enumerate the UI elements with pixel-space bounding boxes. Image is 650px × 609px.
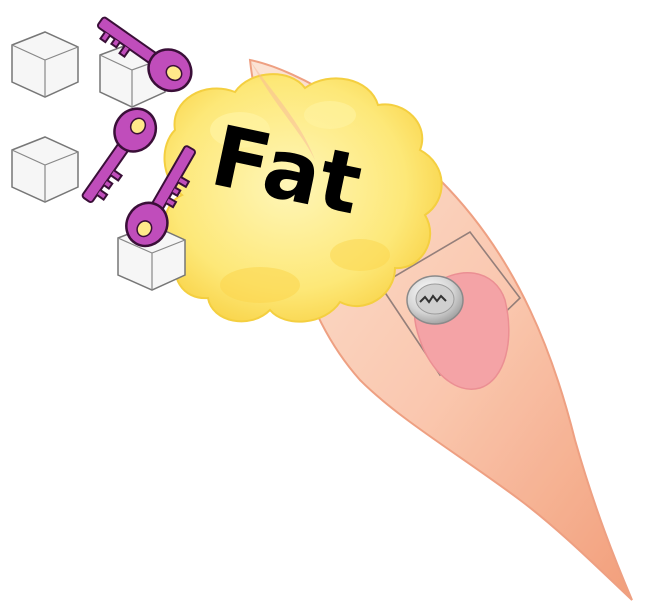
key-icon [70,101,164,212]
sugar-cube-icon [12,32,78,97]
sugar-cube-icon [12,137,78,202]
lock-icon [407,276,463,324]
